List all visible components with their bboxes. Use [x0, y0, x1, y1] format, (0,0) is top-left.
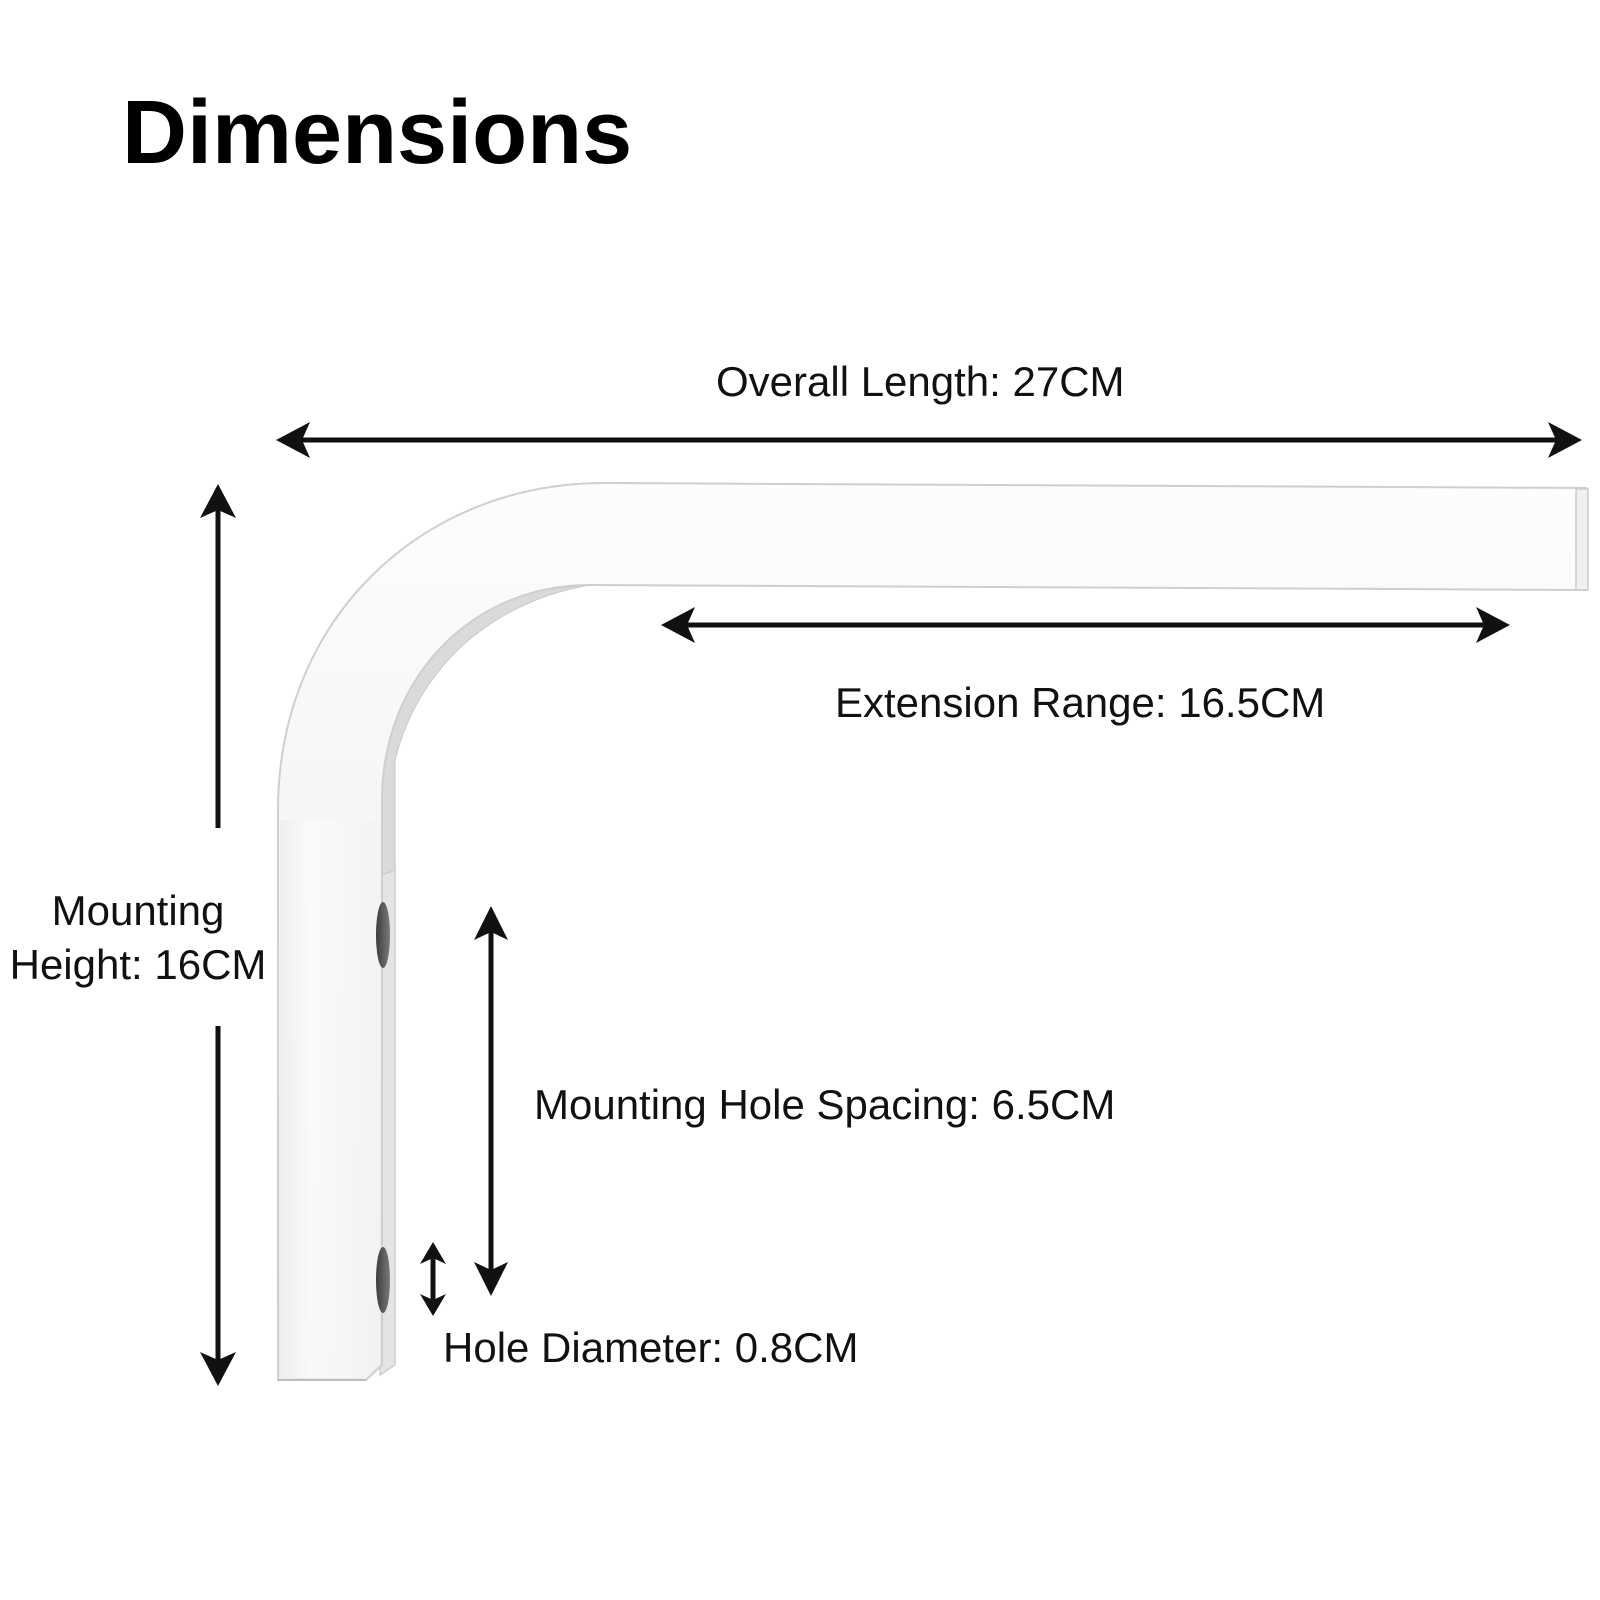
- page-title: Dimensions: [122, 83, 633, 183]
- mounting-height-arrow-icon: [200, 484, 236, 1386]
- mounting-hole-bottom: [376, 1247, 390, 1313]
- bracket-end-cap: [1575, 488, 1589, 591]
- hole-spacing-label: Mounting Hole Spacing: 6.5CM: [534, 1081, 1116, 1128]
- bracket-body: [277, 481, 1587, 1381]
- dimension-arrows: [200, 422, 1582, 1386]
- mounting-height-label-line2: Height: 16CM: [9, 940, 267, 988]
- mounting-height-label: Mounting Height: 16CM: [0, 884, 276, 992]
- hole-spacing-arrow-icon: [474, 906, 508, 1296]
- overall-length-label: Overall Length: 27CM: [716, 358, 1125, 405]
- mounting-hole-top: [376, 902, 390, 968]
- bracket-illustration: [277, 481, 1589, 1381]
- extension-range-arrow-icon: [661, 607, 1510, 643]
- mounting-height-label-line1: Mounting: [51, 887, 225, 934]
- hole-diameter-arrow-icon: [420, 1242, 446, 1316]
- hole-diameter-label: Hole Diameter: 0.8CM: [443, 1324, 859, 1371]
- overall-length-arrow-icon: [276, 422, 1582, 458]
- bracket-leg-face: [280, 820, 380, 1378]
- extension-range-label: Extension Range: 16.5CM: [835, 679, 1326, 726]
